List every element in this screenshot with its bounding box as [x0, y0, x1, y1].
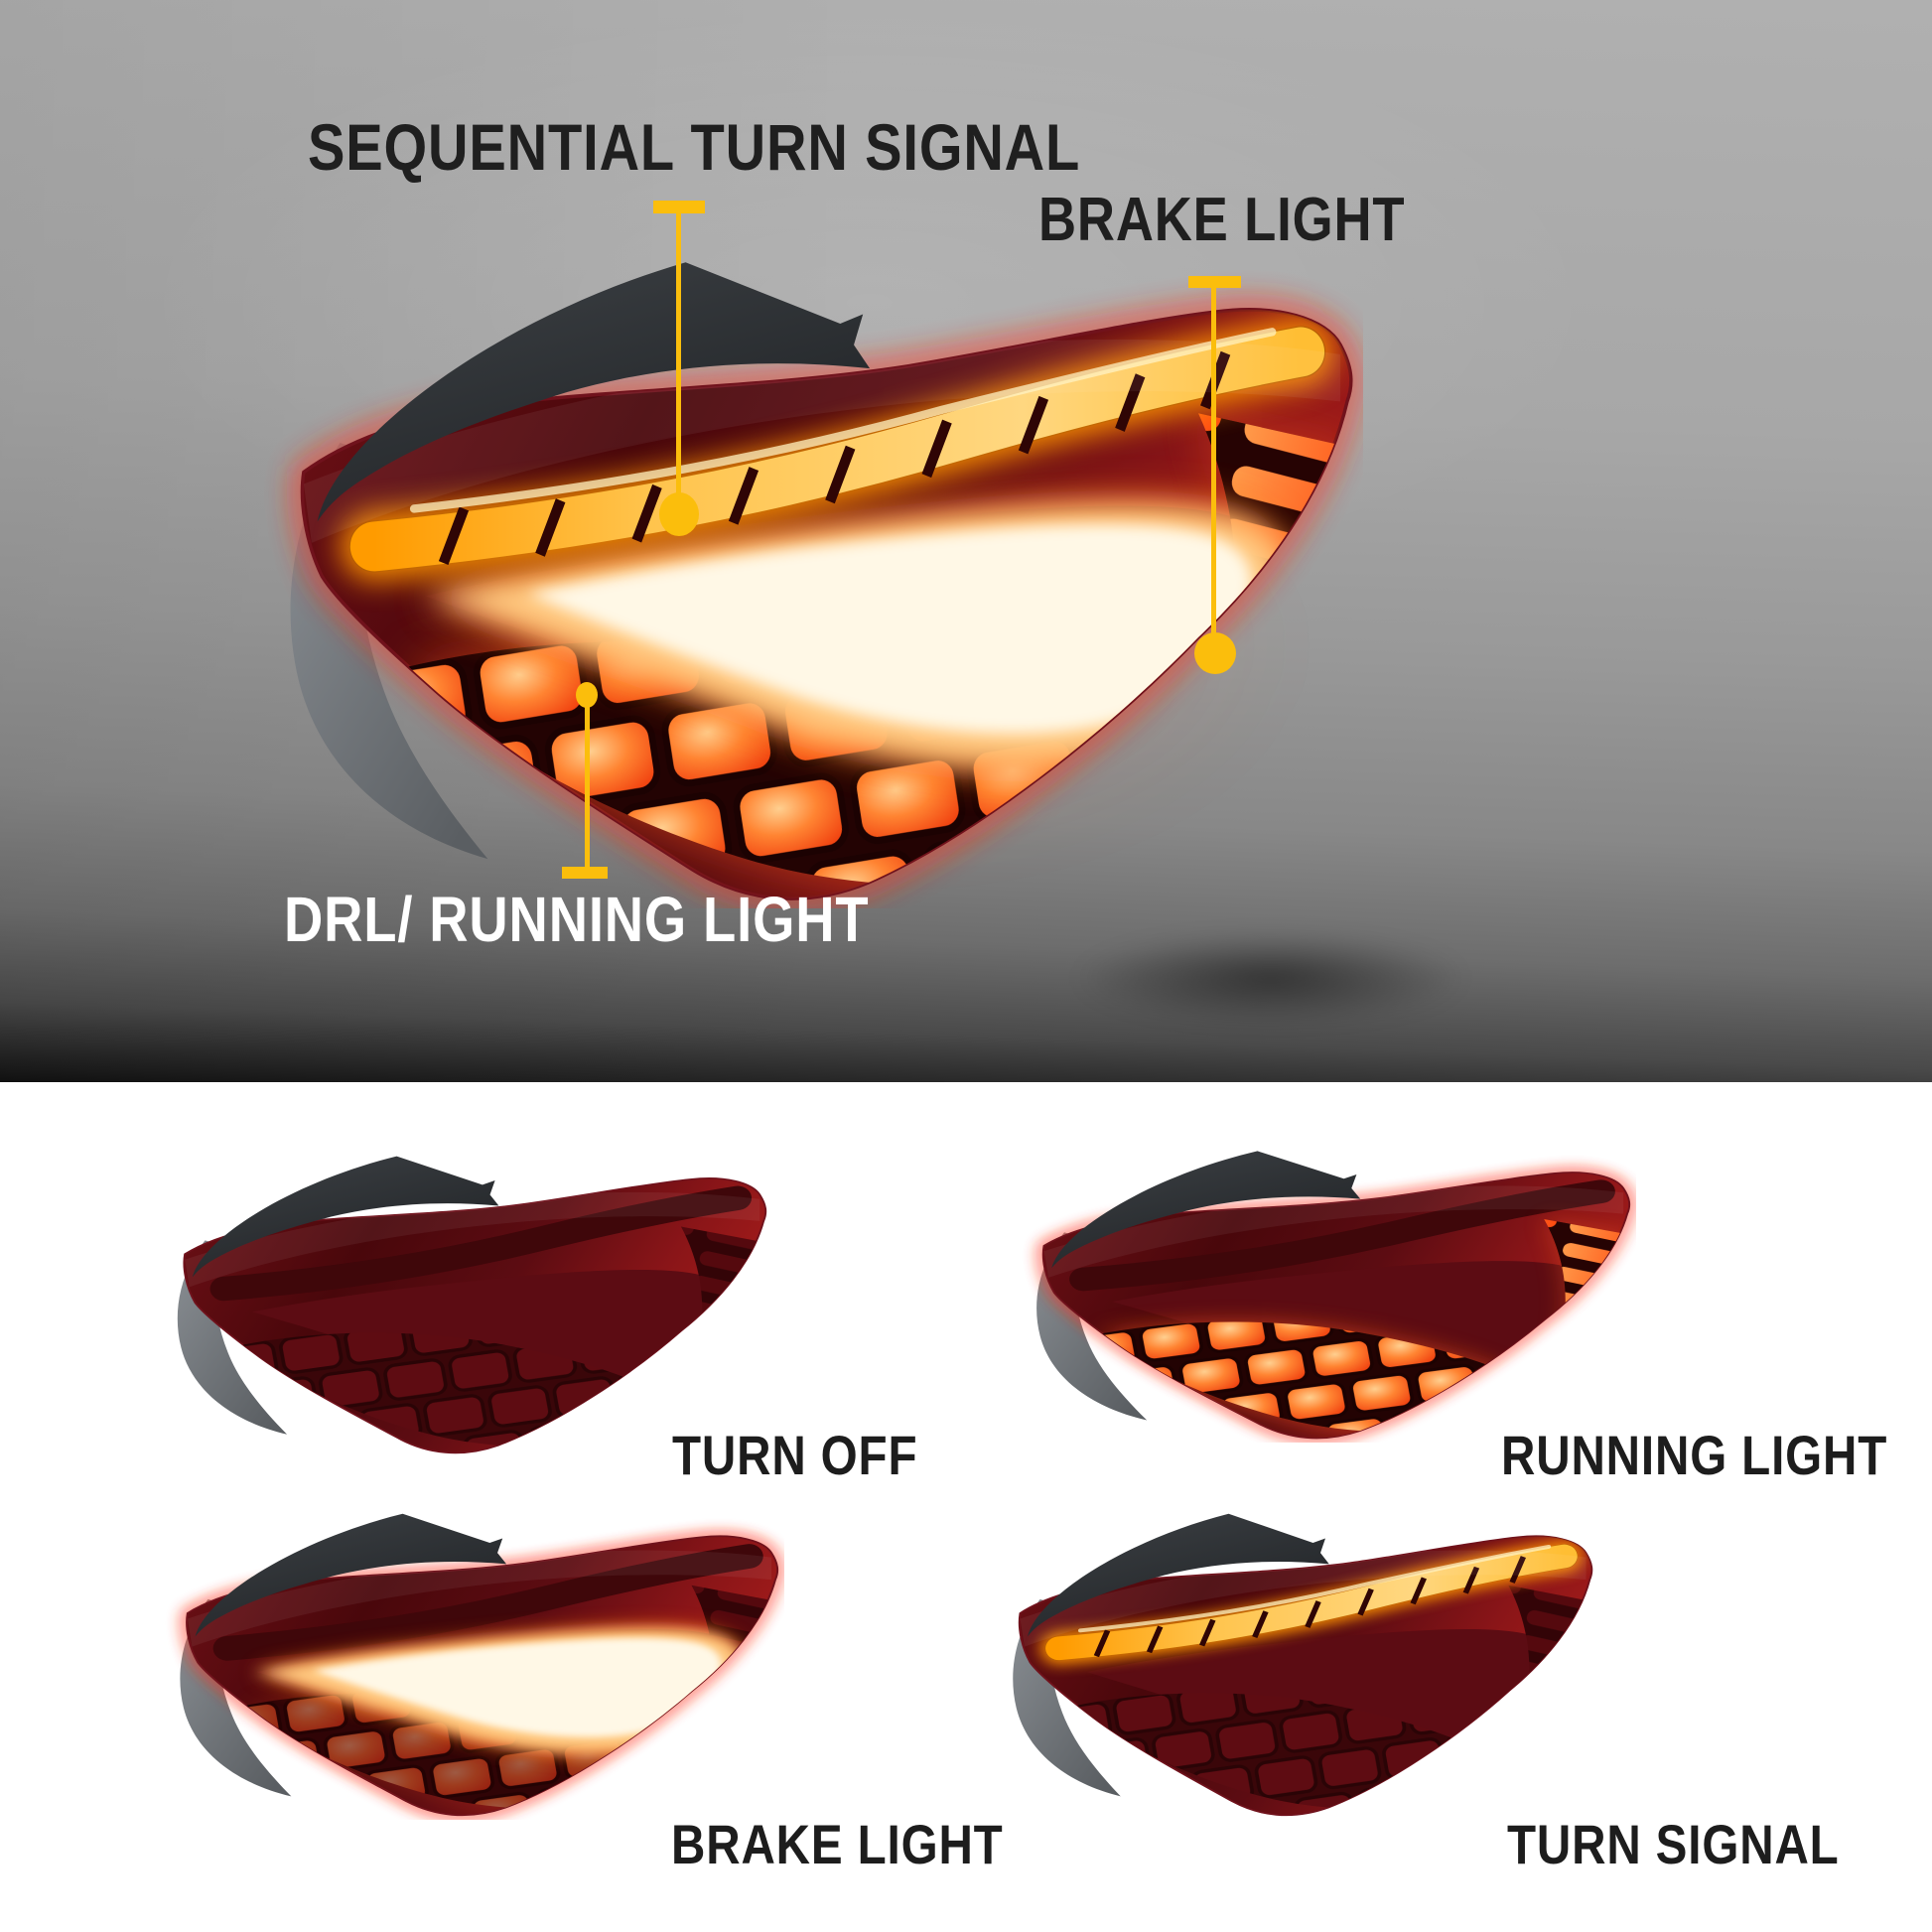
gallery-label-running-light: RUNNING LIGHT [1501, 1424, 1888, 1486]
taillight-shadow [993, 913, 1549, 1042]
gallery-label-brake-light: BRAKE LIGHT [671, 1813, 1004, 1875]
taillight-brake-light-image [144, 1507, 784, 1820]
callout-line-drl [585, 705, 590, 867]
callout-dot-brake [1194, 632, 1236, 674]
callout-dot-drl [576, 682, 598, 708]
gallery-section: TURN OFF RUNNING LIGHT BRAKE LIGHT TURN … [0, 1082, 1932, 1932]
gallery-label-turn-signal: TURN SIGNAL [1507, 1813, 1840, 1875]
callout-bar-brake [1188, 276, 1241, 288]
taillight-running-light-image [1001, 1145, 1636, 1443]
callout-bar-drl [562, 867, 608, 879]
gallery-label-turn-off: TURN OFF [672, 1424, 918, 1486]
callout-bar-turn-signal [653, 201, 705, 213]
taillight-turn-signal-image [978, 1507, 1598, 1820]
annotation-sequential-turn-signal: SEQUENTIAL TURN SIGNAL [308, 110, 1081, 184]
callout-line-turn-signal [676, 211, 681, 501]
taillight-turn-off-image [142, 1150, 772, 1457]
hero-section: SEQUENTIAL TURN SIGNAL BRAKE LIGHT DRL/ … [0, 0, 1932, 1082]
callout-dot-turn-signal [659, 492, 699, 536]
callout-line-brake [1211, 286, 1216, 635]
annotation-brake-light: BRAKE LIGHT [1038, 186, 1406, 254]
annotation-drl-running-light: DRL/ RUNNING LIGHT [284, 884, 870, 955]
hero-taillight-image [226, 248, 1363, 908]
